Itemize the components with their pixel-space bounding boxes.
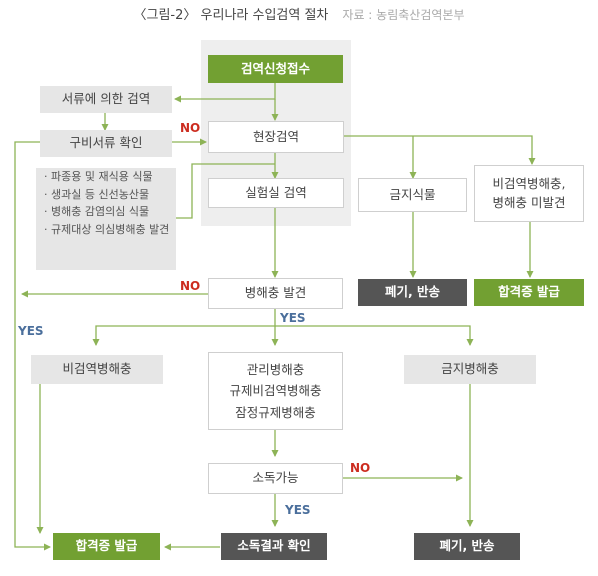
node-certificate-2: 합격증 발급 [53, 533, 160, 560]
no-pest-line: 병해충 미발견 [492, 194, 566, 210]
node-managed-pests: 관리병해충 규제비검역병해충 잠정규제병해충 [208, 352, 343, 430]
managed-pest-line: 관리병해충 [246, 362, 305, 378]
criteria-item: · 생과실 등 신선농산물 [44, 187, 150, 201]
node-dispose-return-2: 폐기, 반송 [414, 533, 520, 560]
figure-source: 자료 : 농림축산검역본부 [342, 8, 465, 22]
link-pest-branch-right [275, 325, 474, 346]
link-pest-branch [92, 309, 276, 346]
node-prohibited-plants: 금지식물 [358, 178, 467, 212]
node-prohibited-pest: 금지병해충 [404, 355, 536, 384]
link-yes-left [14, 141, 51, 551]
criteria-item: · 병해충 감염의심 식물 [44, 205, 150, 219]
node-document-inspection: 서류에 의한 검역 [40, 86, 172, 113]
managed-pest-line: 규제비검역병해충 [229, 383, 322, 399]
link-app-docs [174, 83, 276, 103]
managed-pest-line: 잠정규제병해충 [235, 404, 316, 420]
link-criteria-lab [176, 163, 275, 219]
node-pest-found: 병해충 발견 [208, 278, 343, 309]
label-yes-disinfect: YES [285, 503, 311, 517]
criteria-item: · 파종용 및 재식용 식물 [44, 170, 153, 183]
node-certificate-1: 합격증 발급 [474, 279, 584, 306]
node-dispose-return-1: 폐기, 반송 [358, 279, 467, 306]
node-field-inspection: 현장검역 [208, 121, 344, 153]
node-lab-inspection: 실험실 검역 [208, 178, 344, 208]
label-no-docs: NO [180, 121, 201, 135]
node-disinfection-possible: 소독가능 [208, 463, 343, 494]
node-no-pest-found: 비검역병해충, 병해충 미발견 [474, 165, 584, 222]
label-yes-left: YES [18, 324, 44, 338]
label-no-disinfect: NO [350, 461, 371, 475]
node-non-quarantine-pest: 비검역병해충 [31, 355, 163, 384]
node-required-docs-check: 구비서류 확인 [40, 130, 172, 157]
label-no-pest: NO [180, 279, 201, 293]
figure-title: 〈그림-2〉 우리나라 수입검역 절차 자료 : 농림축산검역본부 [0, 4, 598, 23]
link-field-right [344, 135, 536, 165]
criteria-item: · 규제대상 의심병해충 발견 [44, 222, 170, 236]
node-application: 검역신청접수 [208, 55, 343, 83]
node-disinfection-check: 소독결과 확인 [221, 533, 327, 560]
label-yes-pest: YES [280, 311, 306, 325]
no-pest-line: 비검역병해충, [492, 176, 566, 192]
figure-title-text: 〈그림-2〉 우리나라 수입검역 절차 [133, 8, 329, 23]
node-lab-criteria: · 파종용 및 재식용 식물 · 생과실 등 신선농산물 · 병해충 감염의심 … [36, 168, 176, 270]
